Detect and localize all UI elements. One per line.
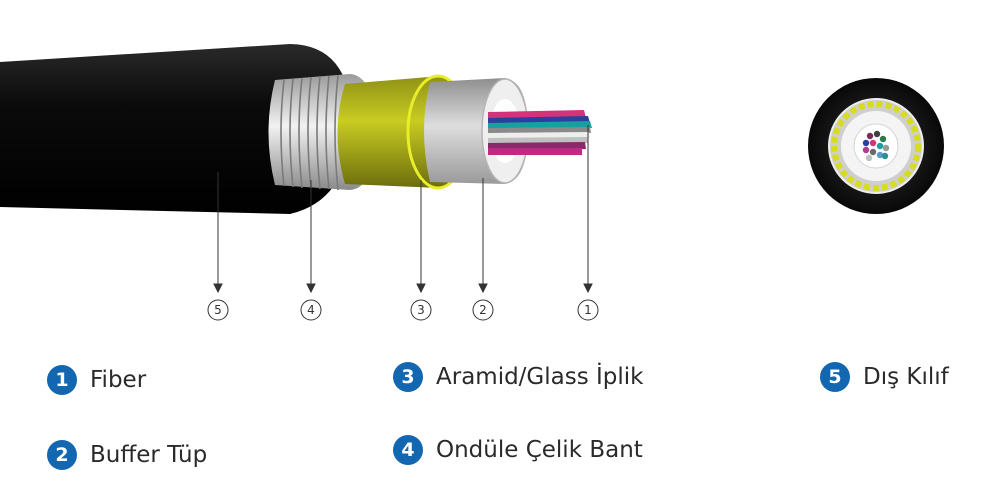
legend-item-buffer-tube: 2 Buffer Tüp — [47, 440, 207, 470]
callout-4: 4 — [300, 299, 322, 321]
legend-badge-4: 4 — [393, 435, 423, 465]
callout-1-number: 1 — [584, 303, 592, 317]
callout-3: 3 — [410, 299, 432, 321]
legend-label-outer-jacket: Dış Kılıf — [863, 364, 949, 390]
end-view-fibers — [862, 130, 890, 162]
callout-3-number: 3 — [417, 303, 425, 317]
callout-2: 2 — [472, 299, 494, 321]
callout-2-number: 2 — [479, 303, 487, 317]
legend-badge-5: 5 — [820, 362, 850, 392]
cable-cross-section-diagram: 5 4 3 2 1 — [0, 44, 944, 321]
callout-4-number: 4 — [307, 303, 315, 317]
legend-label-corrugated-steel-tape: Ondüle Çelik Bant — [436, 437, 643, 463]
legend-badge-2: 2 — [47, 440, 77, 470]
cable-end-view — [808, 78, 944, 214]
legend-item-fiber: 1 Fiber — [47, 365, 146, 395]
legend-label-buffer-tube: Buffer Tüp — [90, 442, 208, 468]
legend-label-aramid-glass-yarn: Aramid/Glass İplik — [436, 364, 644, 390]
legend-item-outer-jacket: 5 Dış Kılıf — [820, 362, 949, 392]
legend-badge-3: 3 — [393, 362, 423, 392]
legend-badge-1: 1 — [47, 365, 77, 395]
outer-jacket — [0, 44, 352, 214]
legend-item-aramid-glass-yarn: 3 Aramid/Glass İplik — [393, 362, 644, 392]
legend-label-fiber: Fiber — [90, 367, 147, 393]
callout-5-number: 5 — [214, 303, 222, 317]
legend-item-corrugated-steel-tape: 4 Ondüle Çelik Bant — [393, 435, 643, 465]
optical-fibers — [488, 110, 592, 155]
callout-leaders — [213, 125, 593, 294]
callout-5: 5 — [207, 299, 229, 321]
callout-1: 1 — [577, 299, 599, 321]
